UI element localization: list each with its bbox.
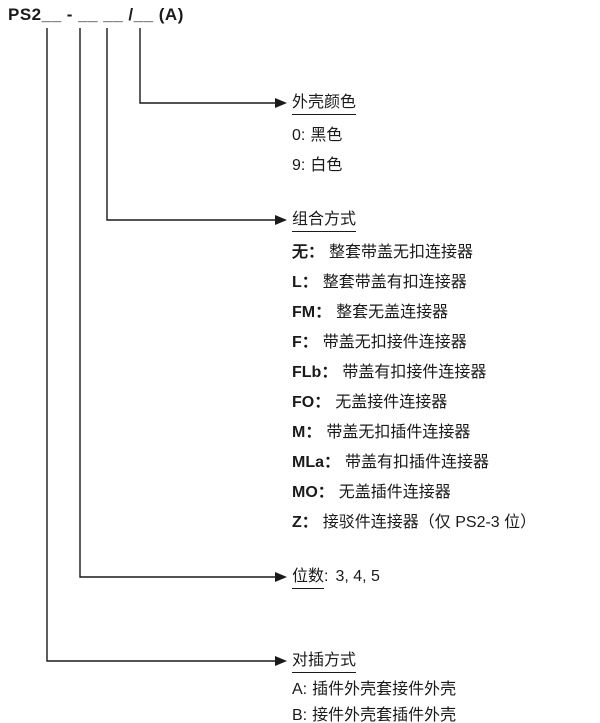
- option-desc: 白色: [310, 157, 343, 174]
- option-row: F：带盖无扣接件连接器: [292, 334, 536, 352]
- option-row: 无：整套带盖无扣连接器: [292, 244, 536, 262]
- section-mating: 对插方式 A:插件外壳套接件外壳 B:接件外壳套插件外壳: [292, 652, 456, 723]
- line-mating: [46, 28, 287, 666]
- option-row: MLa：带盖有扣插件连接器: [292, 454, 536, 472]
- option-desc: 无盖接件连接器: [335, 394, 448, 411]
- option-row: L：整套带盖有扣连接器: [292, 274, 536, 292]
- line-combination: [106, 28, 287, 225]
- option-row: B:接件外壳套插件外壳: [292, 707, 456, 723]
- option-desc: 接驳件连接器（仅 PS2-3 位）: [322, 514, 537, 531]
- positions-colon: :: [324, 568, 329, 585]
- option-row: Z：接驳件连接器（仅 PS2-3 位）: [292, 514, 536, 532]
- option-row: 9:白色: [292, 157, 356, 175]
- option-row: FLb：带盖有扣接件连接器: [292, 364, 536, 382]
- section-title: 组合方式: [292, 211, 357, 232]
- option-code: A:: [292, 681, 308, 698]
- option-desc: 带盖无扣接件连接器: [322, 334, 467, 351]
- option-row: FM：整套无盖连接器: [292, 304, 536, 322]
- section-positions: 位数:3, 4, 5: [292, 568, 380, 589]
- option-code: L：: [292, 274, 318, 291]
- option-row: 0:黑色: [292, 127, 356, 145]
- option-code: FM：: [292, 304, 332, 321]
- option-code: 0:: [292, 127, 306, 144]
- option-row: M：带盖无扣插件连接器: [292, 424, 536, 442]
- option-desc: 带盖有扣插件连接器: [345, 454, 490, 471]
- option-desc: 插件外壳套接件外壳: [312, 681, 457, 698]
- option-desc: 接件外壳套插件外壳: [312, 707, 457, 723]
- option-desc: 整套带盖无扣连接器: [329, 244, 474, 261]
- section-shell-color: 外壳颜色 0:黑色 9:白色: [292, 94, 357, 175]
- option-row: FO：无盖接件连接器: [292, 394, 536, 412]
- section-combination: 组合方式 无：整套带盖无扣连接器 L：整套带盖有扣连接器 FM：整套无盖连接器 …: [292, 211, 536, 532]
- option-code: Z：: [292, 514, 318, 531]
- part-number: PS2__ - __ __ /__ (A): [8, 5, 184, 24]
- line-positions: [79, 28, 287, 582]
- option-code: MLa：: [292, 454, 341, 471]
- option-code: FLb：: [292, 364, 338, 381]
- option-desc: 带盖无扣插件连接器: [326, 424, 471, 441]
- section-title: 位数: [292, 568, 325, 589]
- option-desc: 黑色: [310, 127, 343, 144]
- option-code: M：: [292, 424, 322, 441]
- option-code: 无：: [292, 244, 325, 261]
- option-row: MO：无盖插件连接器: [292, 484, 536, 502]
- option-code: 9:: [292, 157, 306, 174]
- option-code: B:: [292, 707, 308, 723]
- option-desc: 整套带盖有扣连接器: [322, 274, 467, 291]
- option-desc: 整套无盖连接器: [336, 304, 449, 321]
- option-code: F：: [292, 334, 318, 351]
- positions-value: 3, 4, 5: [335, 568, 380, 585]
- option-code: FO：: [292, 394, 331, 411]
- line-shell-color: [139, 28, 287, 108]
- section-title: 外壳颜色: [292, 94, 357, 115]
- section-title: 对插方式: [292, 652, 357, 673]
- option-desc: 无盖插件连接器: [338, 484, 451, 501]
- option-row: A:插件外壳套接件外壳: [292, 681, 456, 699]
- option-code: MO：: [292, 484, 334, 501]
- option-desc: 带盖有扣接件连接器: [342, 364, 487, 381]
